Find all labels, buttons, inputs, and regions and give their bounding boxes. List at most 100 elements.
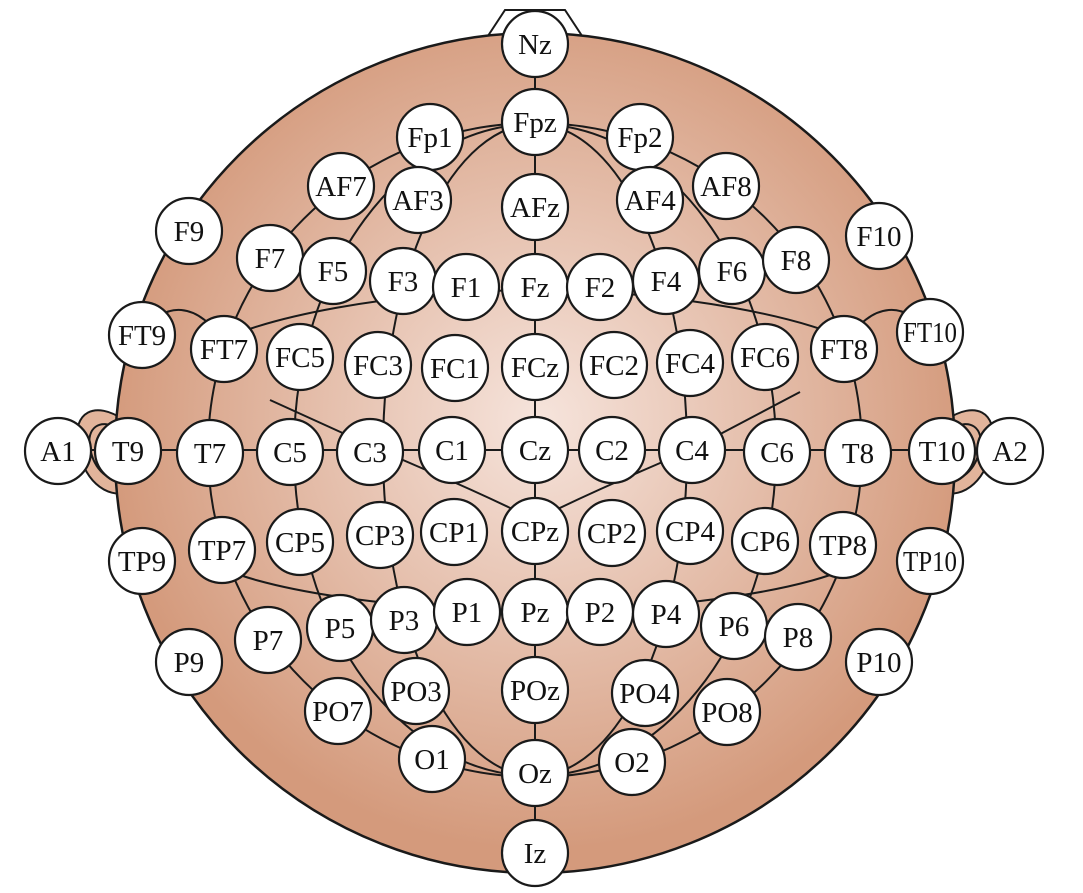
electrode-c1: C1: [417, 415, 487, 485]
electrode-marker: [306, 151, 376, 221]
electrode-label: T9: [112, 436, 144, 468]
electrode-label: C2: [595, 435, 629, 467]
electrode-fc4: FC4: [655, 328, 725, 398]
electrode-tp9: TP9: [107, 526, 177, 596]
electrode-marker: [691, 151, 761, 221]
electrode-label: TP8: [819, 530, 867, 562]
electrode-label: P7: [253, 625, 284, 657]
electrode-a1: A1: [23, 416, 93, 486]
electrode-fz: Fz: [500, 252, 570, 322]
electrode-tp7: TP7: [187, 515, 257, 585]
electrode-o2: O2: [597, 727, 667, 797]
electrode-label: F4: [651, 266, 682, 298]
electrode-af3: AF3: [383, 165, 453, 235]
electrode-label: Fpz: [513, 107, 557, 139]
electrode-p7: P7: [233, 605, 303, 675]
electrode-label: CPz: [511, 516, 559, 548]
electrode-label: P9: [174, 647, 205, 679]
electrode-p5: P5: [305, 593, 375, 663]
electrode-label: C6: [760, 437, 794, 469]
electrode-label: P2: [585, 597, 616, 629]
electrode-label: P3: [389, 605, 420, 637]
electrode-label: Nz: [518, 29, 552, 61]
electrode-label: Pz: [521, 597, 550, 629]
electrode-po4: PO4: [610, 658, 680, 728]
electrode-marker: [432, 577, 502, 647]
electrode-c4: C4: [657, 415, 727, 485]
electrode-t7: T7: [175, 418, 245, 488]
electrode-label: F1: [451, 272, 482, 304]
electrode-ft7: FT7: [189, 314, 259, 384]
electrode-label: F9: [174, 216, 205, 248]
electrode-marker: [610, 658, 680, 728]
electrode-marker: [730, 506, 800, 576]
electrode-label: C1: [435, 435, 469, 467]
electrode-marker: [107, 526, 177, 596]
electrode-label: FT7: [200, 334, 248, 366]
electrode-marker: [577, 415, 647, 485]
electrode-label: Cz: [519, 435, 551, 467]
electrode-ft10: FT10: [895, 297, 965, 367]
electrode-af7: AF7: [306, 151, 376, 221]
electrode-cp4: CP4: [655, 496, 725, 566]
electrode-marker: [420, 333, 490, 403]
electrode-marker: [343, 330, 413, 400]
electrode-pz: Pz: [500, 577, 570, 647]
electrode-marker: [335, 417, 405, 487]
electrode-label: F2: [585, 272, 616, 304]
electrode-marker: [419, 497, 489, 567]
electrode-label: AF7: [315, 171, 367, 203]
electrode-label: CP2: [587, 518, 637, 550]
electrode-af8: AF8: [691, 151, 761, 221]
electrode-t9: T9: [93, 416, 163, 486]
electrode-label: P10: [856, 647, 901, 679]
electrode-fp2: Fp2: [605, 102, 675, 172]
electrode-marker: [381, 656, 451, 726]
electrode-marker: [500, 172, 570, 242]
electrode-f7: F7: [235, 223, 305, 293]
electrode-label: CP3: [355, 520, 405, 552]
electrode-f4: F4: [631, 246, 701, 316]
electrode-p1: P1: [432, 577, 502, 647]
electrode-marker: [500, 655, 570, 725]
electrode-label: CP1: [429, 517, 479, 549]
electrode-label: F6: [717, 256, 748, 288]
electrode-marker: [500, 87, 570, 157]
electrode-label: PO8: [701, 697, 753, 729]
electrode-marker: [93, 416, 163, 486]
electrode-label: CP4: [665, 516, 715, 548]
electrode-marker: [761, 225, 831, 295]
electrode-a2: A2: [975, 416, 1045, 486]
electrode-p3: P3: [369, 585, 439, 655]
electrode-label: O1: [414, 744, 449, 776]
electrode-fc6: FC6: [730, 322, 800, 392]
electrode-marker: [655, 328, 725, 398]
electrode-label: FC6: [740, 342, 790, 374]
electrode-p10: P10: [844, 627, 914, 697]
electrode-label: POz: [510, 675, 560, 707]
electrode-label: Oz: [518, 758, 552, 790]
electrode-label: AF3: [392, 185, 444, 217]
electrode-marker: [189, 314, 259, 384]
electrode-tp10: TP10: [895, 526, 965, 596]
electrode-label: Fp2: [617, 122, 662, 154]
electrode-c3: C3: [335, 417, 405, 487]
electrode-marker: [500, 496, 570, 566]
electrode-label: AF4: [624, 185, 676, 217]
electrode-c6: C6: [742, 417, 812, 487]
electrode-label: P4: [651, 599, 682, 631]
electrode-marker: [730, 322, 800, 392]
electrode-label: CP5: [275, 527, 325, 559]
electrode-label: FC2: [589, 350, 639, 382]
electrode-cp6: CP6: [730, 506, 800, 576]
electrode-label: T8: [842, 438, 874, 470]
electrode-marker: [657, 415, 727, 485]
electrode-f9: F9: [154, 196, 224, 266]
electrode-label: FT10: [903, 317, 957, 349]
electrode-marker: [265, 507, 335, 577]
electrode-cp5: CP5: [265, 507, 335, 577]
electrode-fp1: Fp1: [395, 102, 465, 172]
electrode-po3: PO3: [381, 656, 451, 726]
electrode-marker: [383, 165, 453, 235]
